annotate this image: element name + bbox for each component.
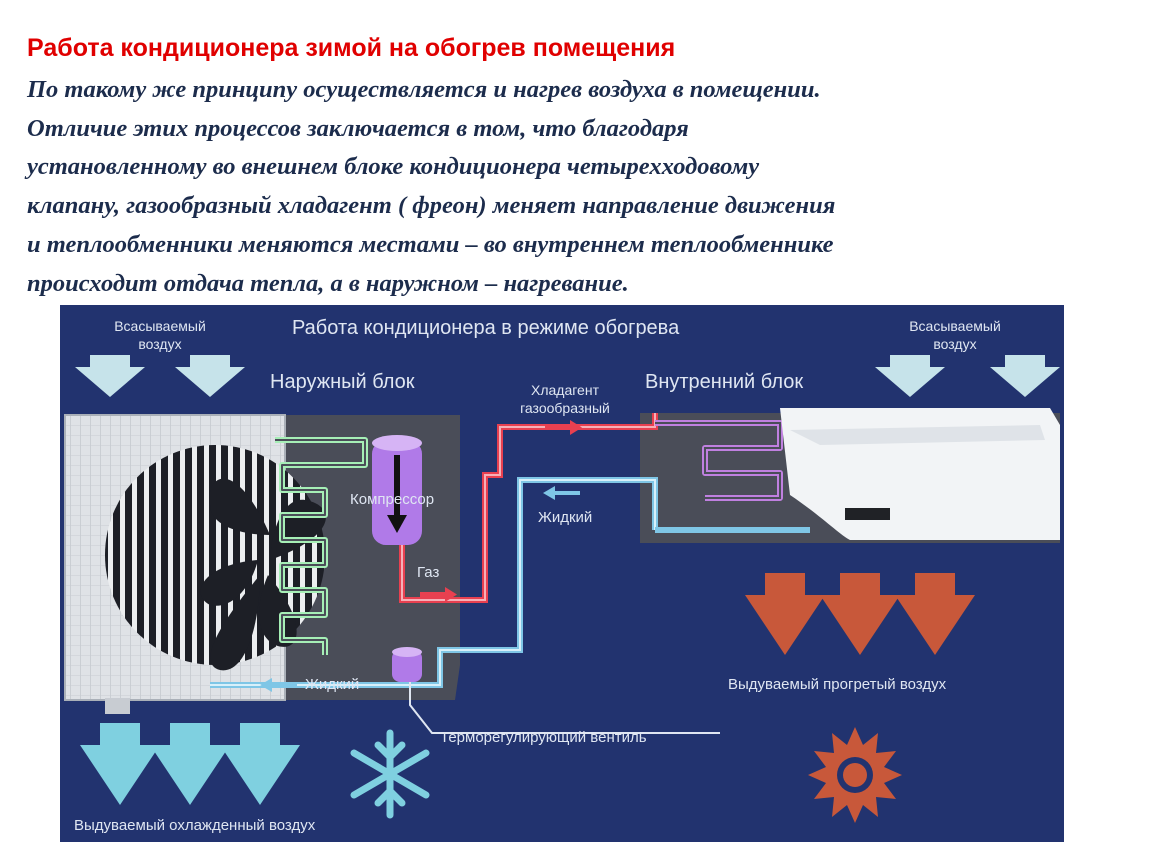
snowflake-icon [350, 729, 430, 819]
compressor-label: Компрессор [350, 491, 435, 508]
gas-flow-arrow-compressor [420, 587, 457, 602]
intake-label-right: Всасываемый воздух [909, 318, 1001, 352]
paragraph-line: установленному во внешнем блоке кондицио… [27, 153, 760, 181]
gas-label: Газ [417, 564, 440, 581]
intake-label-left: Всасываемый воздух [114, 318, 206, 352]
gas-flow-arrow [545, 420, 582, 435]
description-paragraph: По такому же принципу осуществляется и н… [27, 71, 1137, 303]
fan-blades-icon [200, 478, 326, 671]
indoor-unit-display [845, 508, 890, 520]
paragraph-line: По такому же принципу осуществляется и н… [27, 76, 821, 103]
outdoor-unit-foot [105, 698, 130, 714]
paragraph-line: происходит отдача тепла, а в наружном – … [27, 269, 629, 297]
liquid-label-bottom: Жидкий [305, 676, 360, 693]
intake-arrow [75, 355, 1060, 397]
outdoor-unit-label: Наружный блок [270, 371, 415, 393]
cold-air-arrow [80, 723, 300, 805]
page-heading: Работа кондиционера зимой на обогрев пом… [27, 34, 676, 62]
paragraph-line: клапану, газообразный хладагент ( фреон)… [27, 192, 836, 220]
diagram-title: Работа кондиционера в режиме обогрева [292, 317, 680, 339]
warm-air-arrow [745, 573, 975, 655]
liquid-flow-arrow-bottom [260, 678, 297, 692]
valve-callout-line [409, 682, 720, 734]
indoor-unit-label: Внутренний блок [645, 371, 804, 393]
compressor-icon [372, 435, 422, 545]
liquid-label-top: Жидкий [538, 509, 593, 526]
paragraph-line: Отличие этих процессов заключается в том… [27, 114, 689, 142]
heating-mode-diagram: Работа кондиционера в режиме обогрева Вс… [60, 305, 1064, 842]
paragraph-line: и теплообменники меняются местами – во в… [27, 230, 834, 258]
diagram-graphics [64, 355, 1060, 823]
refrigerant-gas-label: Хладагент газообразный [520, 382, 610, 416]
liquid-flow-arrow-top [543, 486, 580, 500]
cold-air-label: Выдуваемый охлажденный воздух [74, 817, 316, 834]
thermo-valve-icon [392, 647, 422, 682]
thermo-valve-label: Терморегулирующий вентиль [440, 729, 647, 746]
warm-air-label: Выдуваемый прогретый воздух [728, 676, 947, 693]
sun-icon [808, 727, 902, 823]
